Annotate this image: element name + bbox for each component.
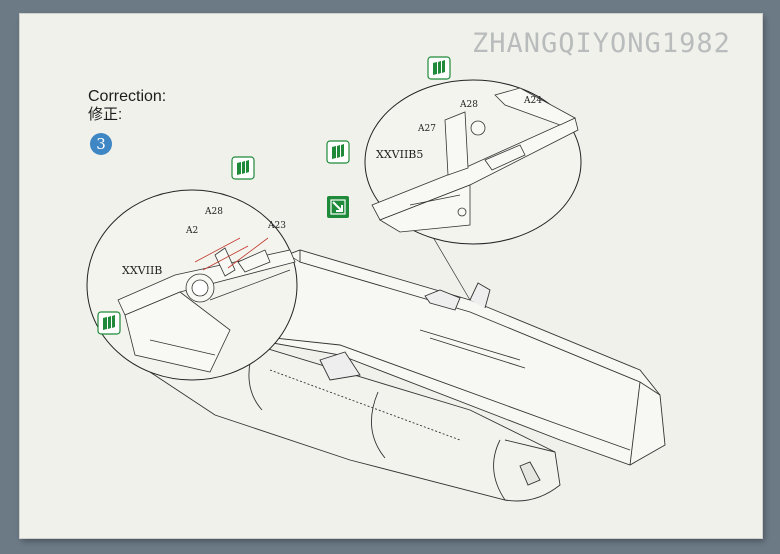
- label-a28-left: A28: [204, 207, 223, 217]
- watermark: ZHANGQIYONG1982: [472, 28, 731, 59]
- detail-callout-right: A28 A24 A27 XXVIIB5: [364, 79, 582, 245]
- green-paint-stripes-icon: [97, 311, 121, 335]
- title-chinese: 修正:: [88, 106, 123, 123]
- green-paint-stripes-icon: [326, 140, 350, 164]
- green-paint-stripes-icon: [427, 56, 451, 80]
- detail-callout-left: A2 A28 A23 XXVIIB: [86, 189, 298, 381]
- label-a27: A27: [417, 124, 436, 134]
- label-a24: A24: [523, 96, 542, 106]
- label-a2: A2: [185, 226, 198, 236]
- title-english: Correction:: [88, 88, 167, 105]
- step-number-badge: 3: [90, 133, 112, 155]
- section-label-xxviib5: XXVIIB5: [376, 148, 423, 161]
- green-arrow-in-box-icon: [327, 196, 349, 218]
- label-a23: A23: [267, 221, 286, 231]
- hull-assembly: [148, 249, 666, 502]
- correction-title: Correction: 修正:: [88, 88, 166, 124]
- section-label-xxviib: XXVIIB: [122, 264, 162, 277]
- green-paint-stripes-icon: [231, 156, 255, 180]
- red-guide-lines: [194, 237, 269, 271]
- label-a28-right: A28: [459, 100, 478, 110]
